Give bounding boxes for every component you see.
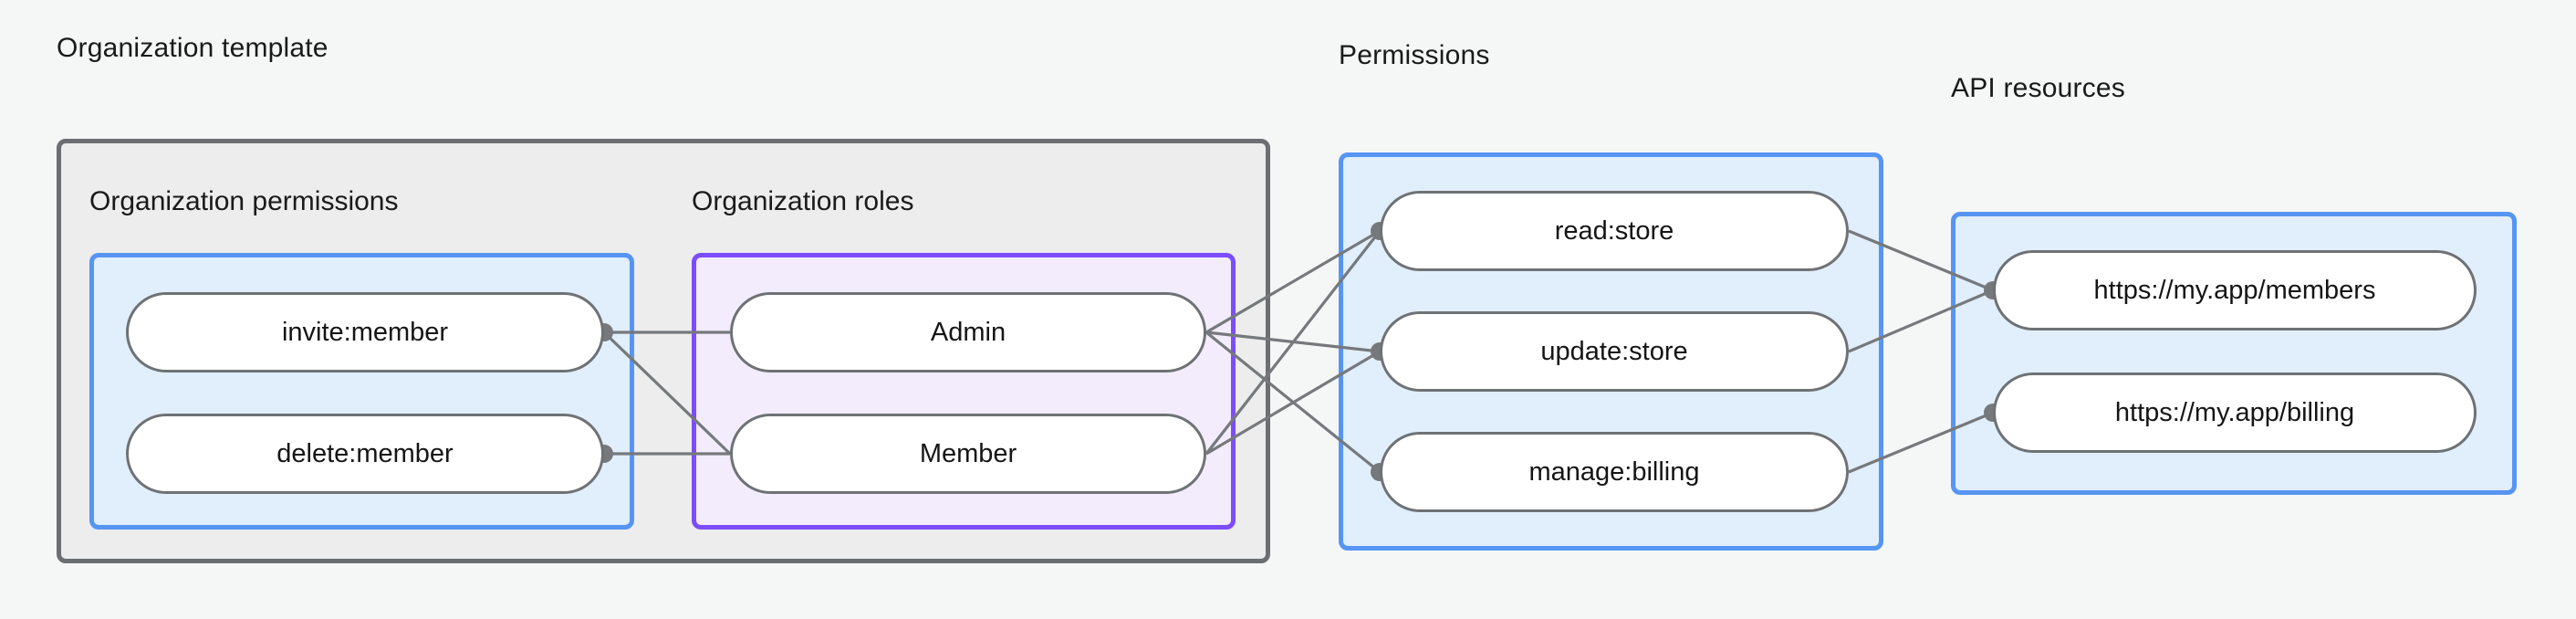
section-label-organization-permissions: Organization permissions <box>89 186 399 216</box>
node-billing-url[interactable]: https://my.app/billing <box>1993 372 2477 453</box>
section-label-organization-roles: Organization roles <box>692 186 914 216</box>
node-read-store-label: read:store <box>1554 215 1674 246</box>
node-admin-label: Admin <box>930 317 1006 347</box>
node-invite-member[interactable]: invite:member <box>126 292 604 372</box>
node-read-store[interactable]: read:store <box>1380 191 1849 271</box>
node-member[interactable]: Member <box>730 414 1206 494</box>
group-label-api-resources: API resources <box>1951 73 2126 103</box>
node-manage-billing-label: manage:billing <box>1528 456 1700 487</box>
node-manage-billing[interactable]: manage:billing <box>1380 432 1849 512</box>
node-delete-member[interactable]: delete:member <box>126 414 604 494</box>
node-admin[interactable]: Admin <box>730 292 1206 372</box>
node-billing-url-label: https://my.app/billing <box>2114 397 2355 427</box>
node-update-store-label: update:store <box>1540 336 1688 366</box>
node-members-url[interactable]: https://my.app/members <box>1993 250 2477 330</box>
node-update-store[interactable]: update:store <box>1380 311 1849 392</box>
node-delete-member-label: delete:member <box>276 438 454 468</box>
node-invite-member-label: invite:member <box>281 317 449 347</box>
node-member-label: Member <box>919 438 1017 468</box>
group-label-permissions: Permissions <box>1339 40 1490 70</box>
node-members-url-label: https://my.app/members <box>2093 275 2376 305</box>
group-label-organization-template: Organization template <box>57 33 329 63</box>
